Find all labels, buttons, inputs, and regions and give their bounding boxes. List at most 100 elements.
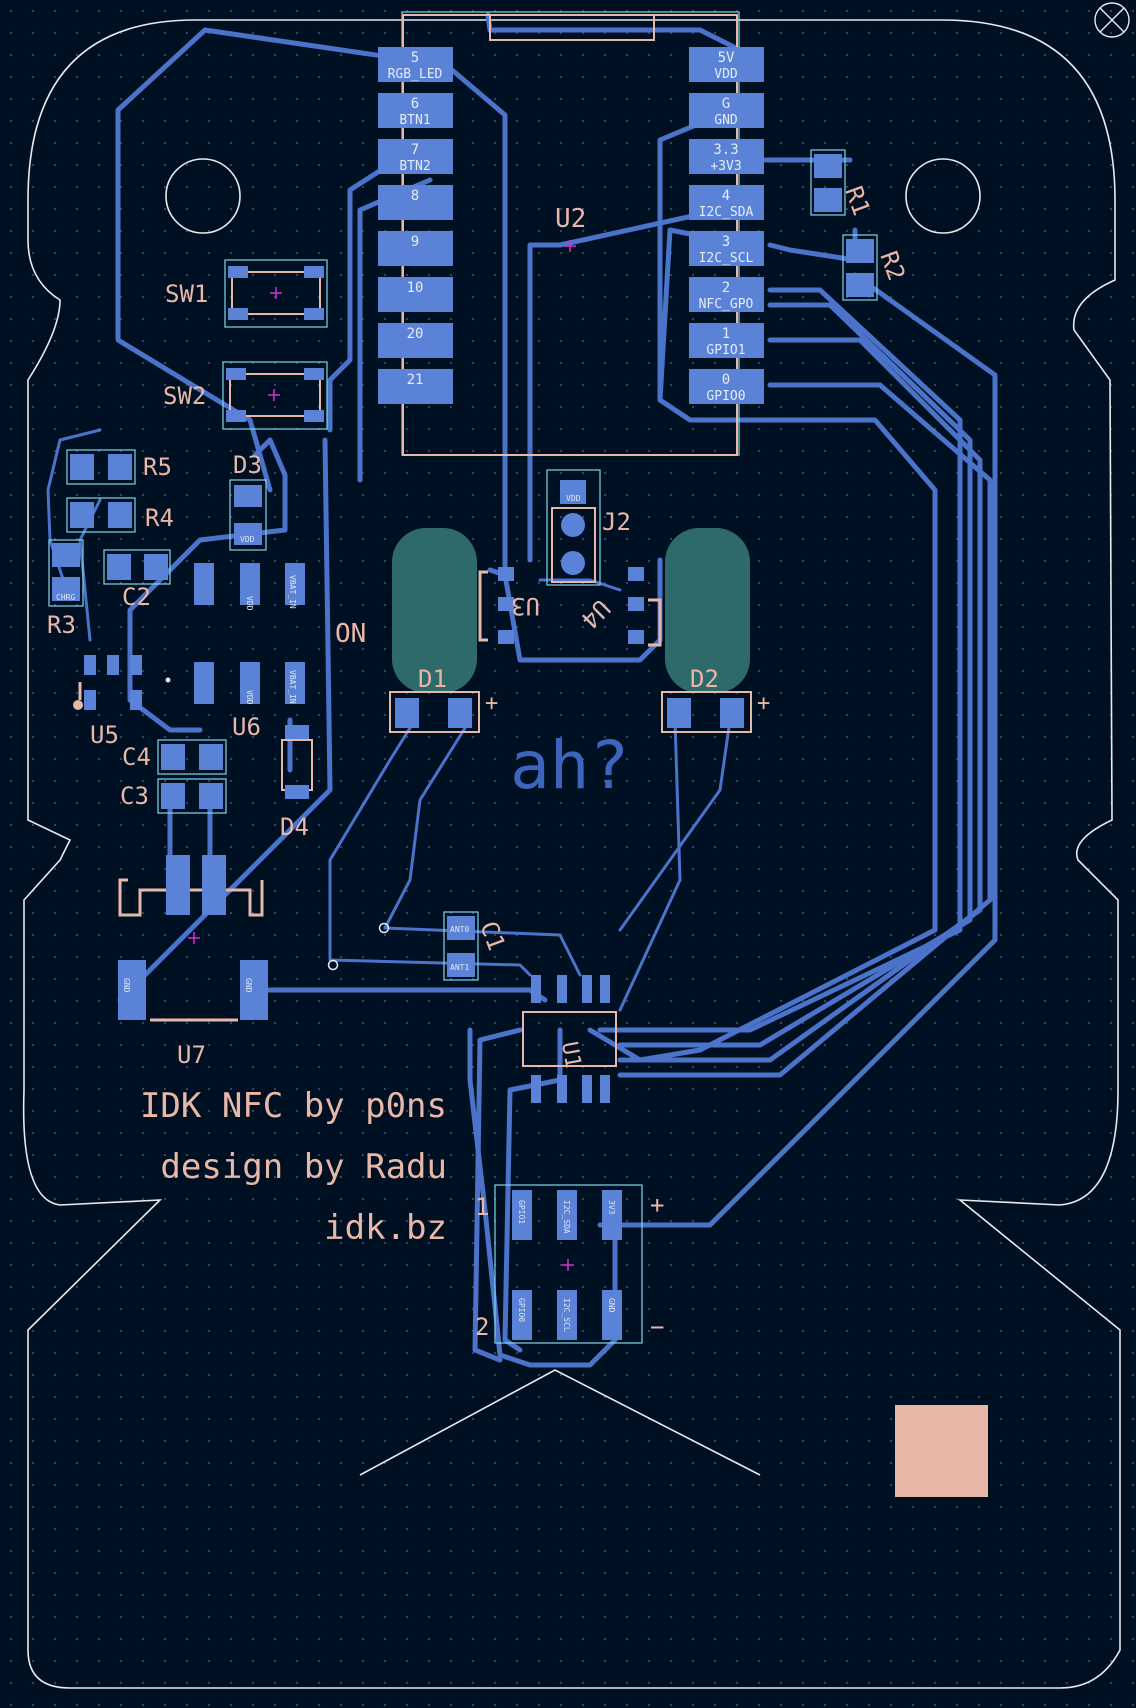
copper-test-pad xyxy=(895,1405,988,1497)
u2-pad-number: 8 xyxy=(411,188,419,204)
copper-tracks xyxy=(115,12,998,1368)
u2-pad-number: 7 xyxy=(411,142,419,158)
u7-pad-left: GND xyxy=(122,978,131,993)
u2-pad-label: I2C_SDA xyxy=(699,205,754,220)
u2-pad-number: 1 xyxy=(722,326,730,342)
u6-pad-d: VBAT_IN xyxy=(288,670,297,704)
u2-pad-label: BTN1 xyxy=(399,113,430,128)
ic-u6: VDD VBAT_IN VDD VBAT_IN U6 xyxy=(194,563,305,741)
connector-j2: VDD J2 xyxy=(546,469,631,586)
sw2-ref: SW2 xyxy=(163,382,206,410)
u2-ref: U2 xyxy=(555,204,586,234)
board-cutout xyxy=(359,1369,761,1476)
r2-ref: R2 xyxy=(874,247,910,284)
c1-pad-top: ANT0 xyxy=(450,925,469,934)
u2-pad-left-8: 21 xyxy=(378,369,453,404)
u2-pad-number: 9 xyxy=(411,234,419,250)
antenna-pads xyxy=(392,528,750,693)
led-d3: VDD D3 xyxy=(229,451,267,551)
resistor-r2: R2 xyxy=(842,234,911,301)
u2-pad-left-7: 20 xyxy=(378,323,453,358)
connector-top-pad-label: I2C_SDA xyxy=(562,1200,571,1234)
connector-minus-label: − xyxy=(650,1313,664,1341)
d3-pad-label: VDD xyxy=(240,535,255,544)
u2-pad-right-3: 3.3+3V3 xyxy=(689,139,764,174)
connector-pin1-label: 1 xyxy=(475,1193,489,1221)
u2-pad-left-5: 9 xyxy=(378,231,453,266)
u2-pad-number: 10 xyxy=(407,280,424,296)
copper-tracks-thin xyxy=(46,428,732,1012)
r5-ref: R5 xyxy=(143,453,172,481)
origin-marker-icon xyxy=(1094,2,1130,38)
j2-pad-label: VDD xyxy=(566,494,581,503)
capacitor-c2: C2 xyxy=(103,549,171,611)
u5-ref: U5 xyxy=(90,721,119,749)
u2-pad-number: 4 xyxy=(722,188,730,204)
battery-holder-u7: GND GND U7 xyxy=(118,855,268,1069)
d1-ref: D1 xyxy=(418,665,447,693)
u6-pad-b: VBAT_IN xyxy=(288,575,297,609)
r4-ref: R4 xyxy=(145,504,174,532)
u2-pad-label: GPIO1 xyxy=(706,343,745,358)
switch-sw2: SW2 xyxy=(163,361,328,430)
d3-ref: D3 xyxy=(233,451,262,479)
u7-ref: U7 xyxy=(177,1041,206,1069)
resistor-r4: R4 xyxy=(66,497,174,533)
connector-bottom-pad-label: I2C_SCL xyxy=(562,1298,571,1332)
resistor-r3: CHRG R3 xyxy=(47,539,84,639)
capacitor-c4: C4 xyxy=(122,739,227,775)
c1-ref: C1 xyxy=(474,917,510,954)
u2-pad-number: 3.3 xyxy=(713,142,738,158)
u2-pad-label: VDD xyxy=(714,67,738,82)
u2-pad-label: GND xyxy=(714,113,738,128)
u7-pad-right: GND xyxy=(244,978,253,993)
ic-u1: U1 xyxy=(522,975,617,1103)
d2-ref: D2 xyxy=(690,665,719,693)
c1-pad-bottom: ANT1 xyxy=(450,963,469,972)
u2-pad-number: 5 xyxy=(411,50,419,66)
c2-ref: C2 xyxy=(122,583,151,611)
u2-pad-label: I2C_SCL xyxy=(699,251,754,266)
diode-d1: D1 + xyxy=(389,665,498,733)
mounting-hole-right xyxy=(905,158,981,234)
u2-pad-label: +3V3 xyxy=(710,159,741,174)
r3-pad-label: CHRG xyxy=(56,593,75,602)
switch-sw1: SW1 xyxy=(165,259,328,328)
u6-pad-a: VDD xyxy=(245,596,254,611)
sw1-ref: SW1 xyxy=(165,280,208,308)
connector-top-pad-label: GPIO1 xyxy=(517,1200,526,1224)
c4-ref: C4 xyxy=(122,743,151,771)
credits-line2: design by Radu xyxy=(160,1147,447,1187)
mounting-hole-left xyxy=(165,158,241,234)
resistor-r5: R5 xyxy=(66,449,172,485)
d4-ref: D4 xyxy=(280,813,309,841)
capacitor-c3: C3 xyxy=(120,778,227,814)
on-label: ON xyxy=(335,619,366,649)
svg-text:+: + xyxy=(757,691,770,716)
u6-ref: U6 xyxy=(232,713,261,741)
u2-pad-number: 3 xyxy=(722,234,730,250)
u2-pad-left-4: 8 xyxy=(378,185,453,220)
board-outline xyxy=(22,19,1121,1689)
connector-top-pad-label: 3V3 xyxy=(607,1200,616,1215)
u1-ref: U1 xyxy=(556,1040,585,1070)
u2-pad-number: 21 xyxy=(407,372,424,388)
connector-plus-label: + xyxy=(650,1191,664,1219)
credits-line1: IDK NFC by p0ns xyxy=(140,1086,447,1126)
ic-u5: U5 xyxy=(73,655,171,749)
u2-right-pads: 5VVDDGGND3.3+3V34I2C_SDA3I2C_SCL2NFC_GPO… xyxy=(689,47,764,404)
u3-ref: U3 xyxy=(511,592,540,620)
u4-ref: U4 xyxy=(575,594,615,634)
credits-line3: idk.bz xyxy=(324,1208,447,1248)
u6-pad-c: VDD xyxy=(245,690,254,705)
u2-pad-label: RGB_LED xyxy=(388,67,443,82)
u2-pad-left-6: 10 xyxy=(378,277,453,312)
ic-u3: U3 xyxy=(478,567,540,644)
